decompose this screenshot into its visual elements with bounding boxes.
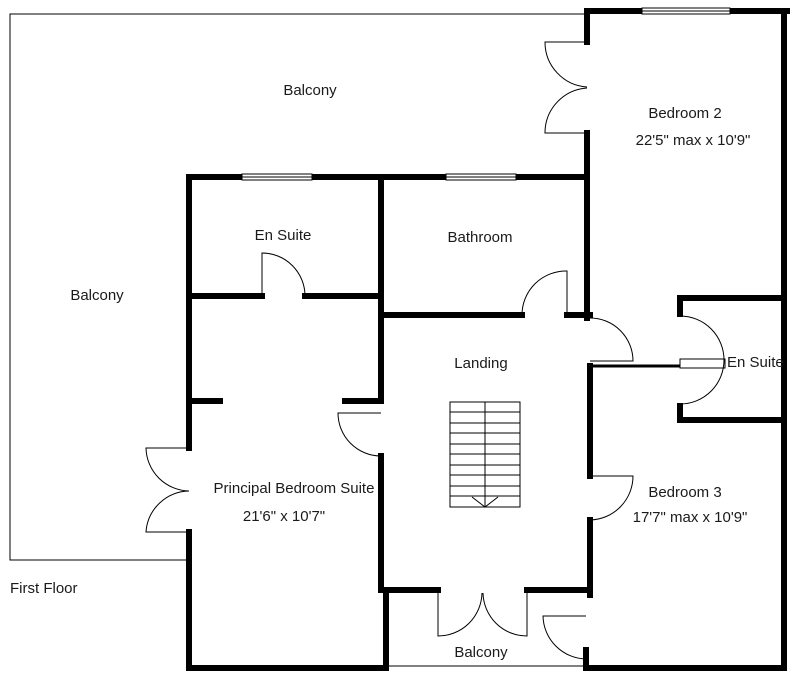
balcony-top-label: Balcony <box>283 82 337 99</box>
en-suite-left-label: En Suite <box>255 227 312 244</box>
staircase <box>449 401 521 508</box>
bathroom-label: Bathroom <box>447 229 512 246</box>
bedroom3-label: Bedroom 3 <box>648 484 721 501</box>
bedroom2-label: Bedroom 2 <box>648 105 721 122</box>
balcony-left-label: Balcony <box>70 287 124 304</box>
landing-label: Landing <box>454 355 507 372</box>
bedroom3-dims: 17'7" max x 10'9" <box>633 509 748 526</box>
bedroom2-dims: 22'5" max x 10'9" <box>636 132 751 149</box>
floor-label: First Floor <box>10 580 78 597</box>
doors <box>145 41 725 660</box>
windows <box>241 7 731 181</box>
principal-bedroom-label: Principal Bedroom Suite <box>214 480 375 497</box>
principal-bedroom-dims: 21'6" x 10'7" <box>243 508 325 525</box>
balcony-outline <box>9 13 587 667</box>
en-suite-right-label: En Suite <box>727 354 784 371</box>
balcony-bottom-label: Balcony <box>454 644 508 661</box>
